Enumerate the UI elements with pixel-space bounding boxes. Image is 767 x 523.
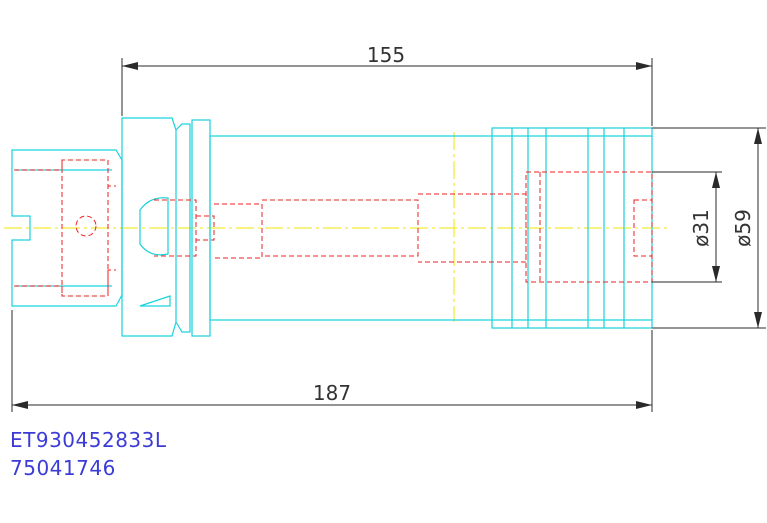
dimension-top-label: 155 bbox=[367, 43, 405, 67]
body-outline bbox=[209, 135, 492, 321]
hidden-lines bbox=[14, 159, 653, 297]
part-number: 75041746 bbox=[10, 456, 116, 480]
dimension-bottom bbox=[11, 310, 653, 412]
part-code: ET930452833L bbox=[10, 428, 167, 452]
dimension-inner-diameter-label: ø31 bbox=[689, 209, 713, 247]
dimension-outer-diameter bbox=[652, 127, 766, 329]
dimension-bottom-label: 187 bbox=[313, 381, 351, 405]
dimension-top bbox=[121, 58, 653, 126]
flange-outline bbox=[121, 117, 211, 337]
nose-outline bbox=[491, 127, 653, 329]
dimension-inner-diameter bbox=[652, 171, 722, 283]
dimension-outer-diameter-label: ø59 bbox=[731, 209, 755, 247]
